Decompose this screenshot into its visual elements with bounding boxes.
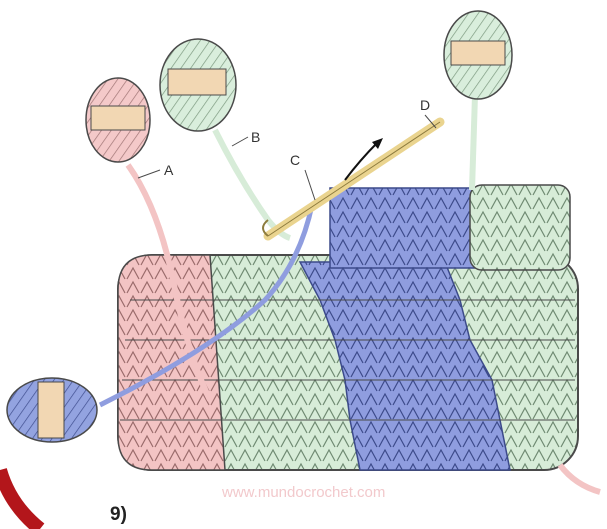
yarn-ball-icon <box>86 78 150 162</box>
label-b: B <box>251 129 260 145</box>
label-d: D <box>420 97 430 113</box>
fabric-blue-top-row <box>330 188 475 268</box>
fabric-panel <box>118 185 600 492</box>
fabric-mint-top-row <box>470 185 570 270</box>
label-a-leader <box>138 170 160 178</box>
label-a: A <box>164 162 174 178</box>
yarn-ball-icon <box>7 378 97 442</box>
label-c: C <box>290 152 300 168</box>
yarn-ball-icon <box>160 39 236 131</box>
yarn-tail <box>560 465 600 492</box>
watermark: www.mundocrochet.com <box>221 484 385 501</box>
yarn-strand-d <box>472 95 475 190</box>
yarn-ball-icon <box>444 11 512 99</box>
yarn-strand-b <box>215 130 290 238</box>
label-b-leader <box>232 137 248 146</box>
step-number: 9) <box>110 504 127 525</box>
corner-arc <box>0 470 40 529</box>
label-c-leader <box>305 170 315 200</box>
